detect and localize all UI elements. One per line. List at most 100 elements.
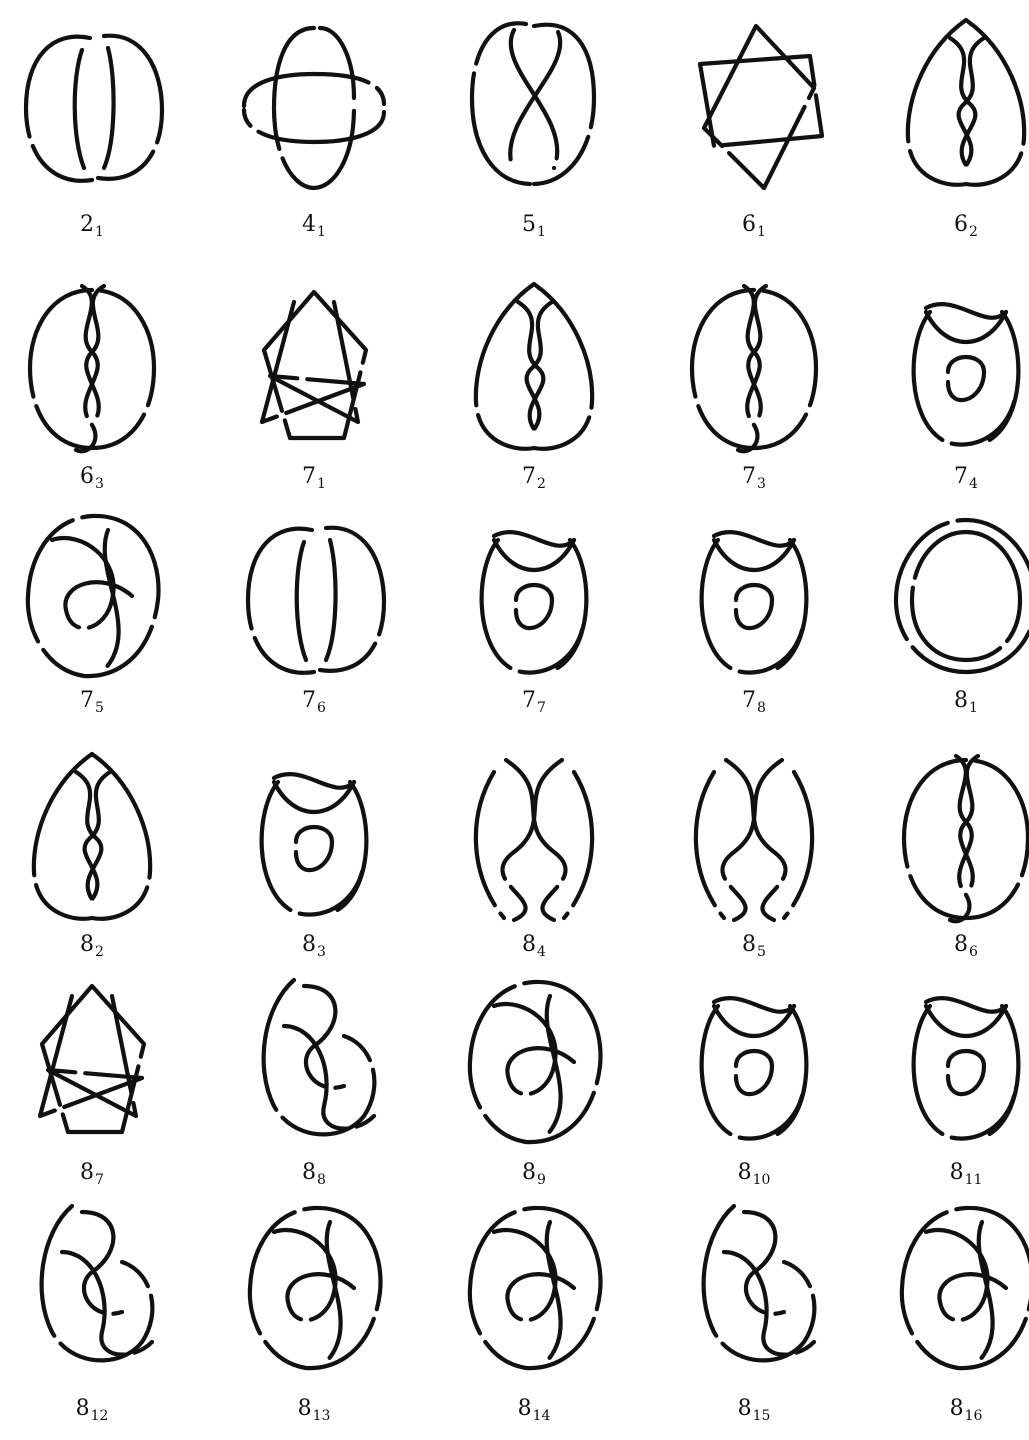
knot-index: 7	[95, 1172, 104, 1188]
knot-strand	[506, 760, 566, 920]
knot-label: 78	[674, 690, 834, 715]
knot-crossing-number: 4	[302, 212, 316, 237]
knot-diagram	[12, 272, 172, 462]
knot-label: 85	[674, 934, 834, 959]
knot-strand	[926, 304, 1006, 318]
knot-crossing-number: 6	[742, 212, 756, 237]
knot-label: 88	[234, 1162, 394, 1187]
knot-label: 63	[12, 466, 172, 491]
knot-label: 73	[674, 466, 834, 491]
knot-strand	[494, 1004, 574, 1094]
knot-label: 812	[12, 1398, 172, 1423]
knot-crossing-number: 8	[522, 1160, 536, 1185]
knot-index: 6	[969, 944, 978, 960]
knot-crossing-number: 8	[954, 688, 968, 713]
knot-strand	[502, 760, 562, 920]
knot-label: 51	[454, 214, 614, 239]
knot-crossing-number: 7	[302, 688, 316, 713]
knot-strand	[516, 585, 552, 628]
knot-diagram	[12, 8, 172, 198]
knot-cell: 811	[886, 966, 1029, 1204]
knot-strand	[296, 827, 332, 870]
knot-index: 1	[95, 224, 104, 240]
knot-diagram	[234, 500, 394, 690]
knot-cell: 77	[454, 500, 614, 738]
knot-diagram	[454, 966, 614, 1156]
knot-diagram	[234, 272, 394, 462]
knot-index: 5	[95, 700, 104, 716]
knot-crossing-number: 8	[298, 1396, 312, 1421]
knot-label: 71	[234, 466, 394, 491]
knot-label: 815	[674, 1398, 834, 1423]
knot-diagram	[454, 272, 614, 462]
knot-strand	[896, 520, 1029, 672]
knot-index: 1	[537, 224, 546, 240]
knot-index: 7	[537, 700, 546, 716]
knot-index: 16	[965, 1408, 983, 1424]
knot-crossing-number: 2	[80, 212, 94, 237]
knot-index: 12	[91, 1408, 109, 1424]
knot-index: 8	[317, 1172, 326, 1188]
knot-diagram	[454, 8, 614, 198]
knot-strand	[494, 532, 574, 546]
knot-cell: 74	[886, 272, 1029, 510]
knot-crossing-number: 7	[522, 688, 536, 713]
knot-label: 83	[234, 934, 394, 959]
knot-diagram	[12, 500, 172, 690]
knot-index: 14	[533, 1408, 551, 1424]
knot-strand	[948, 1051, 984, 1094]
knot-index: 2	[95, 944, 104, 960]
knot-cell: 87	[12, 966, 172, 1204]
knot-crossing-number: 7	[742, 464, 756, 489]
knot-diagram	[454, 1192, 614, 1382]
knot-strand	[902, 1208, 1029, 1368]
knot-strand	[472, 23, 530, 184]
knot-label: 76	[234, 690, 394, 715]
knot-cell: 75	[12, 500, 172, 738]
knot-strand	[696, 772, 724, 918]
knot-cell: 815	[674, 1192, 834, 1430]
knot-strand	[482, 540, 582, 673]
knot-strand	[736, 1051, 772, 1094]
knot-index: 1	[757, 224, 766, 240]
knot-index: 3	[757, 476, 766, 492]
knot-crossing-number: 8	[80, 932, 94, 957]
knot-strand	[702, 540, 802, 673]
knot-strand	[926, 998, 1006, 1012]
knot-crossing-number: 8	[738, 1160, 752, 1185]
knot-diagram	[234, 8, 394, 198]
knot-label: 41	[234, 214, 394, 239]
knot-label: 84	[454, 934, 614, 959]
knot-cell: 813	[234, 1192, 394, 1430]
knot-strand	[297, 542, 306, 660]
knot-index: 4	[537, 944, 546, 960]
knot-crossing-number: 8	[954, 932, 968, 957]
knot-index: 1	[969, 700, 978, 716]
knot-strand	[914, 1006, 1014, 1139]
knot-crossing-number: 7	[522, 464, 536, 489]
knot-strand	[244, 74, 384, 106]
knot-cell: 814	[454, 1192, 614, 1430]
knot-strand	[714, 532, 794, 546]
knot-strand	[274, 1230, 354, 1320]
knot-index: 15	[753, 1408, 771, 1424]
knot-index: 3	[95, 476, 104, 492]
knot-diagram	[886, 742, 1029, 932]
knot-index: 9	[537, 1172, 546, 1188]
knot-strand	[476, 772, 504, 918]
knot-strand	[494, 1230, 574, 1320]
knot-label: 74	[886, 466, 1029, 491]
knot-index: 8	[757, 700, 766, 716]
knot-diagram	[12, 1192, 172, 1382]
knot-cell: 88	[234, 966, 394, 1204]
knot-cell: 62	[886, 8, 1029, 246]
knot-strand	[714, 998, 794, 1012]
knot-diagram	[886, 1192, 1029, 1382]
knot-label: 62	[886, 214, 1029, 239]
knot-diagram	[886, 272, 1029, 462]
knot-index: 6	[317, 700, 326, 716]
knot-crossing-number: 8	[950, 1160, 964, 1185]
knot-label: 21	[12, 214, 172, 239]
knot-label: 813	[234, 1398, 394, 1423]
knot-strand	[912, 532, 1020, 660]
